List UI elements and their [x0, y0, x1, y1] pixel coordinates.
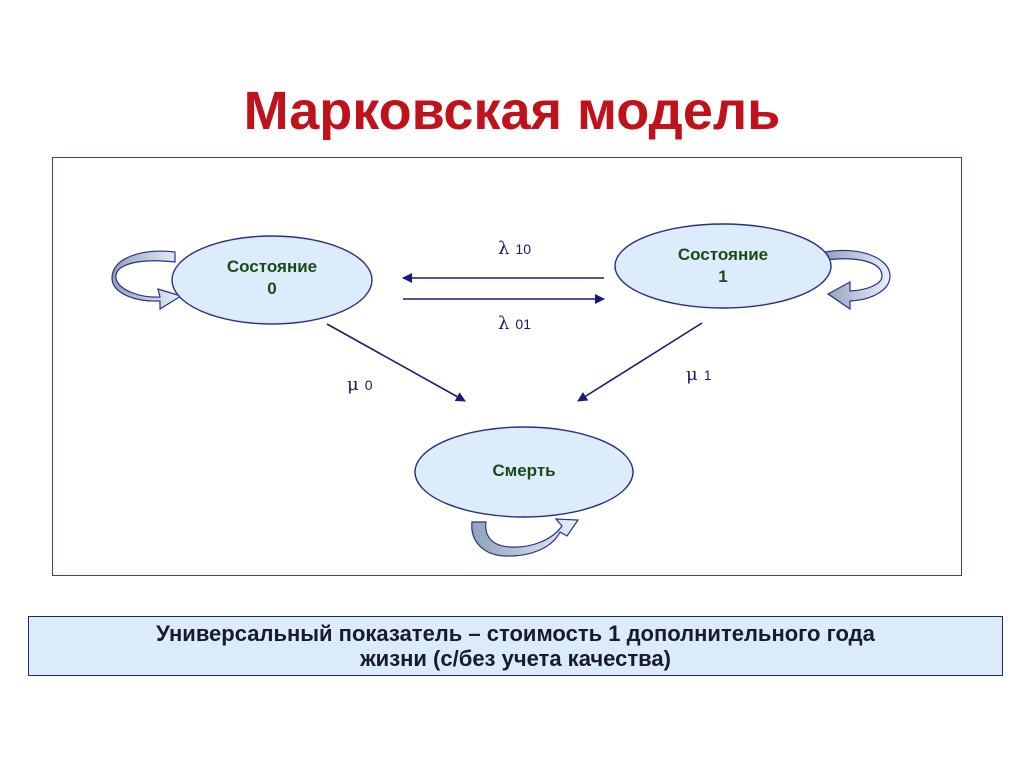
node-death-label: Смерть [492, 461, 556, 480]
node-state0-label: Состояние 0 [182, 256, 362, 300]
lambda01-subscript: 01 [515, 316, 531, 332]
mu0-subscript: 0 [364, 377, 373, 393]
self-loop-state1-icon [824, 249, 891, 311]
lambda01-symbol: λ [498, 313, 510, 334]
node-state1 [614, 223, 832, 309]
label-lambda10: λ 10 [498, 238, 531, 259]
node-state1-label: Состояние 1 [633, 244, 813, 288]
node-death [414, 426, 634, 518]
mu1-subscript: 1 [703, 367, 712, 383]
node-state0-label-line1: Состояние [226, 257, 318, 276]
node-state0-label-line2: 0 [267, 279, 277, 298]
self-loop-state0-icon [111, 250, 183, 311]
mu0-symbol: μ [347, 374, 359, 395]
lambda10-subscript: 10 [515, 241, 531, 257]
mu1-symbol: μ [686, 364, 698, 385]
arrow-mu1 [577, 322, 703, 402]
arrow-mu0 [326, 323, 466, 402]
node-state1-label-line1: Состояние [677, 245, 769, 264]
self-loop-death-icon [471, 518, 580, 557]
node-state0 [171, 235, 373, 325]
summary-box: Универсальный показатель – стоимость 1 д… [28, 616, 1003, 676]
summary-line1: Универсальный показатель – стоимость 1 д… [156, 621, 875, 646]
label-lambda01: λ 01 [498, 313, 531, 334]
summary-line2: жизни (с/без учета качества) [360, 646, 671, 671]
node-state1-label-line2: 1 [718, 267, 728, 286]
page-title: Марковская модель [243, 81, 781, 141]
lambda10-symbol: λ [498, 238, 510, 259]
